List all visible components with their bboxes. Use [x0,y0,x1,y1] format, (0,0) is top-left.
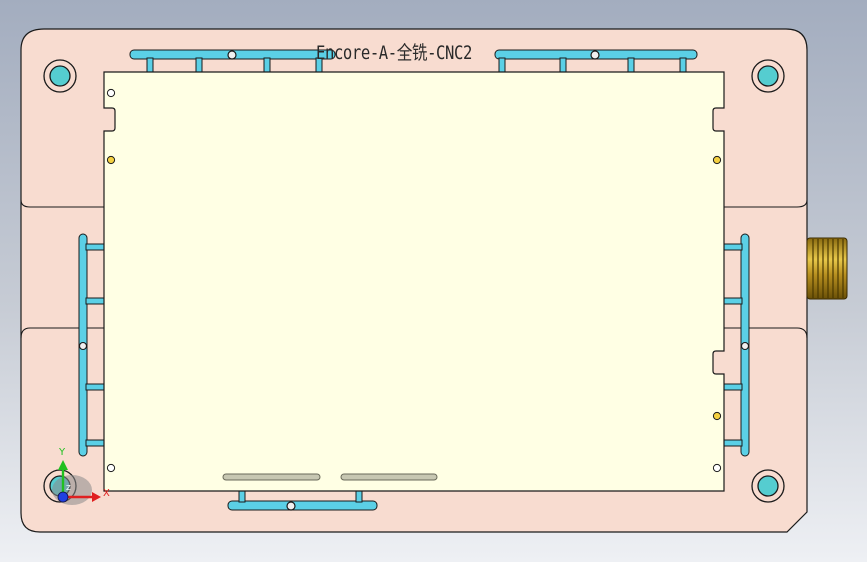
sma-connector-icon[interactable] [806,237,848,300]
screw-hole-icon [286,501,296,511]
pcb-board[interactable] [103,71,725,492]
screw-hole-icon [590,50,600,60]
plate-section-lines [20,199,808,339]
board-holes [106,88,722,473]
screw-hole-icon [78,341,88,351]
axis-z-label: Z [66,484,71,492]
axis-y-label: Y [58,447,66,458]
mounting-hole-icon[interactable] [751,469,785,503]
bottom-bracket[interactable] [227,488,378,511]
mounting-hole-icon[interactable] [43,59,77,93]
part-title: Encore-A-全铣-CNC2 [316,42,472,64]
axis-x-label: X [103,488,110,499]
coordinate-triad-icon[interactable]: X Y Z [52,447,110,505]
mounting-hole-icon[interactable] [751,59,785,93]
screw-hole-icon [227,50,237,60]
screw-hole-icon [740,341,750,351]
board-slots [222,473,438,481]
